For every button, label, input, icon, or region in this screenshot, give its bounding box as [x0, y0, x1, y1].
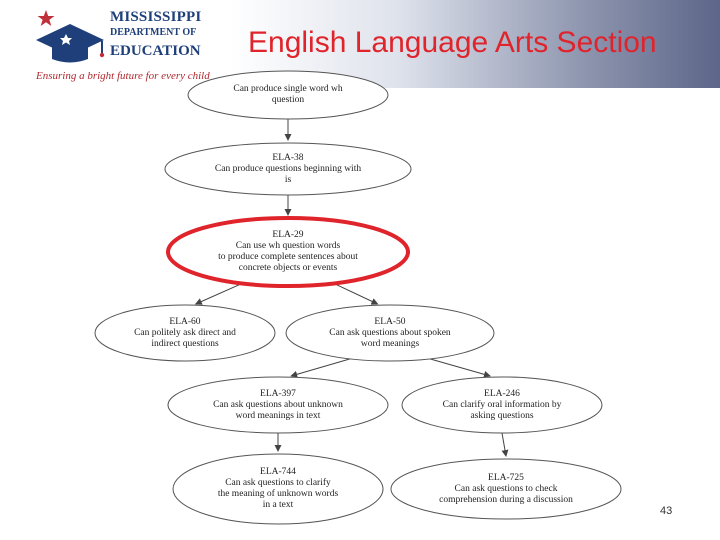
logo-name-line2: DEPARTMENT OF: [110, 27, 197, 38]
arrow-ela29-to-ela60: [194, 282, 243, 305]
node-ela397: [167, 376, 389, 434]
node-id: ELA-38: [272, 152, 304, 163]
node-id: ELA-50: [374, 316, 406, 327]
mde-logo: MISSISSIPPI DEPARTMENT OF EDUCATION Ensu…: [0, 0, 215, 88]
logo-name-line3: EDUCATION: [110, 43, 201, 59]
capitol-star-icon: [36, 10, 105, 63]
node-id: ELA-29: [272, 230, 304, 240]
node-ela725: [390, 458, 622, 520]
node-top: [187, 70, 389, 120]
logo-tagline: Ensuring a bright future for every child: [36, 70, 210, 82]
arrow-ela50-to-ela397: [290, 358, 351, 378]
node-description: Can politely ask direct and indirect que…: [134, 327, 236, 349]
node-description: Can ask questions about unknown word mea…: [213, 399, 343, 421]
arrow-ela246-to-ela725: [501, 432, 509, 457]
header-banner: MISSISSIPPI DEPARTMENT OF EDUCATION Ensu…: [0, 0, 720, 88]
node-ela744: [172, 453, 384, 525]
node-description: Can ask questions to clarify the meaning…: [217, 478, 339, 510]
node-description: Can ask questions to check comprehension…: [439, 483, 573, 505]
node-ela60: [94, 304, 276, 362]
node-description: Can produce single word wh question: [233, 84, 343, 105]
highlighted-node-ela29: [166, 216, 410, 288]
page-title: English Language Arts Section: [248, 26, 657, 59]
node-description: Can produce questions beginning with is: [214, 163, 362, 185]
node-id: ELA-246: [484, 388, 520, 399]
logo-name-line1: MISSISSIPPI: [110, 9, 202, 25]
node-description: Can use wh question words to produce com…: [218, 241, 358, 273]
node-id: ELA-744: [260, 467, 296, 477]
node-id: ELA-397: [260, 388, 296, 399]
node-ela50: [285, 304, 495, 362]
node-ela38: [164, 142, 412, 196]
node-id: ELA-725: [488, 472, 524, 483]
page-number: 43: [660, 505, 673, 517]
arrow-ela29-to-ela50: [333, 282, 379, 305]
node-description: Can ask questions about spoken word mean…: [329, 327, 451, 349]
node-ela246: [401, 376, 603, 434]
node-label-top: Can produce single word wh question: [203, 84, 373, 106]
node-id: ELA-60: [169, 316, 201, 327]
node-description: Can clarify oral information by asking q…: [442, 399, 562, 421]
arrow-ela50-to-ela246: [429, 358, 491, 378]
